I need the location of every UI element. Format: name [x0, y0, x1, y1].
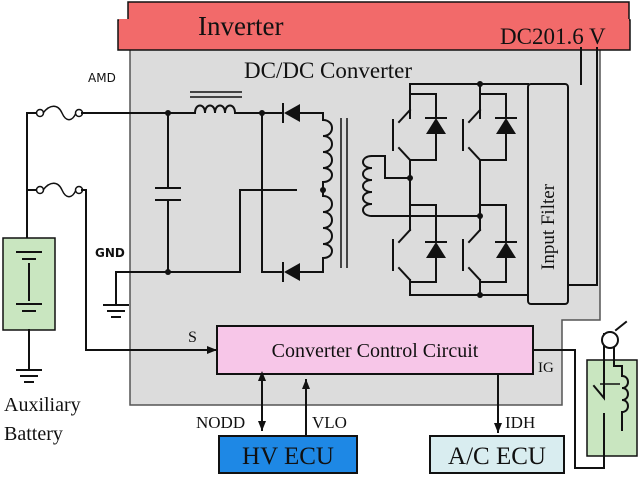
- nodd-label: NODD: [196, 413, 245, 432]
- diode-icon: [282, 262, 300, 282]
- primary-wire-top: [371, 155, 411, 179]
- inverter-label: Inverter: [198, 11, 283, 41]
- igbt-icon: [462, 93, 517, 217]
- inductor-icon: [190, 91, 242, 115]
- control-circuit-label: Converter Control Circuit: [272, 340, 479, 362]
- input-filter-label: Input Filter: [538, 183, 559, 270]
- diode-icon: [282, 103, 300, 123]
- dcdc-converter-title: DC/DC Converter: [244, 58, 412, 83]
- battery-icon: [2, 237, 56, 331]
- igbt-icon: [392, 177, 447, 286]
- ig-label: IG: [538, 360, 554, 376]
- vlo-label: VLO: [312, 413, 347, 432]
- hv-negative-lead: [567, 47, 598, 286]
- ground-icon: [103, 304, 129, 318]
- ig-wire: [532, 349, 605, 469]
- fuse-icon: [35, 105, 84, 121]
- relay-icon: [586, 320, 638, 457]
- fuse-icon: [35, 182, 84, 198]
- rectifier-return-wire: [261, 112, 284, 273]
- aux-battery-label-1: Auxiliary: [4, 394, 81, 416]
- input-filter: Input Filter: [527, 83, 569, 305]
- idh-label: IDH: [505, 413, 535, 432]
- amd-label: AMD: [88, 71, 116, 85]
- s-label: S: [188, 329, 197, 346]
- gnd-wire: [115, 189, 297, 306]
- ac-ecu-block: A/C ECU: [429, 435, 565, 474]
- dc-voltage-label: DC201.6 V: [500, 24, 606, 49]
- s-wire: [81, 189, 217, 354]
- gnd-label: GND: [95, 246, 125, 260]
- igbt-icon: [462, 204, 517, 286]
- hv-ecu-block: HV ECU: [218, 435, 358, 474]
- ac-ecu-label: A/C ECU: [448, 443, 546, 470]
- ground-icon: [16, 369, 42, 383]
- aux-battery-label-2: Battery: [4, 423, 63, 445]
- transformer-icon: [322, 112, 374, 273]
- hv-ecu-label: HV ECU: [242, 443, 334, 470]
- igbt-icon: [392, 93, 447, 179]
- capacitor-icon: [155, 187, 181, 201]
- converter-control-circuit: Converter Control Circuit: [216, 325, 534, 375]
- inverter-block: Inverter DC201.6 V: [117, 1, 631, 51]
